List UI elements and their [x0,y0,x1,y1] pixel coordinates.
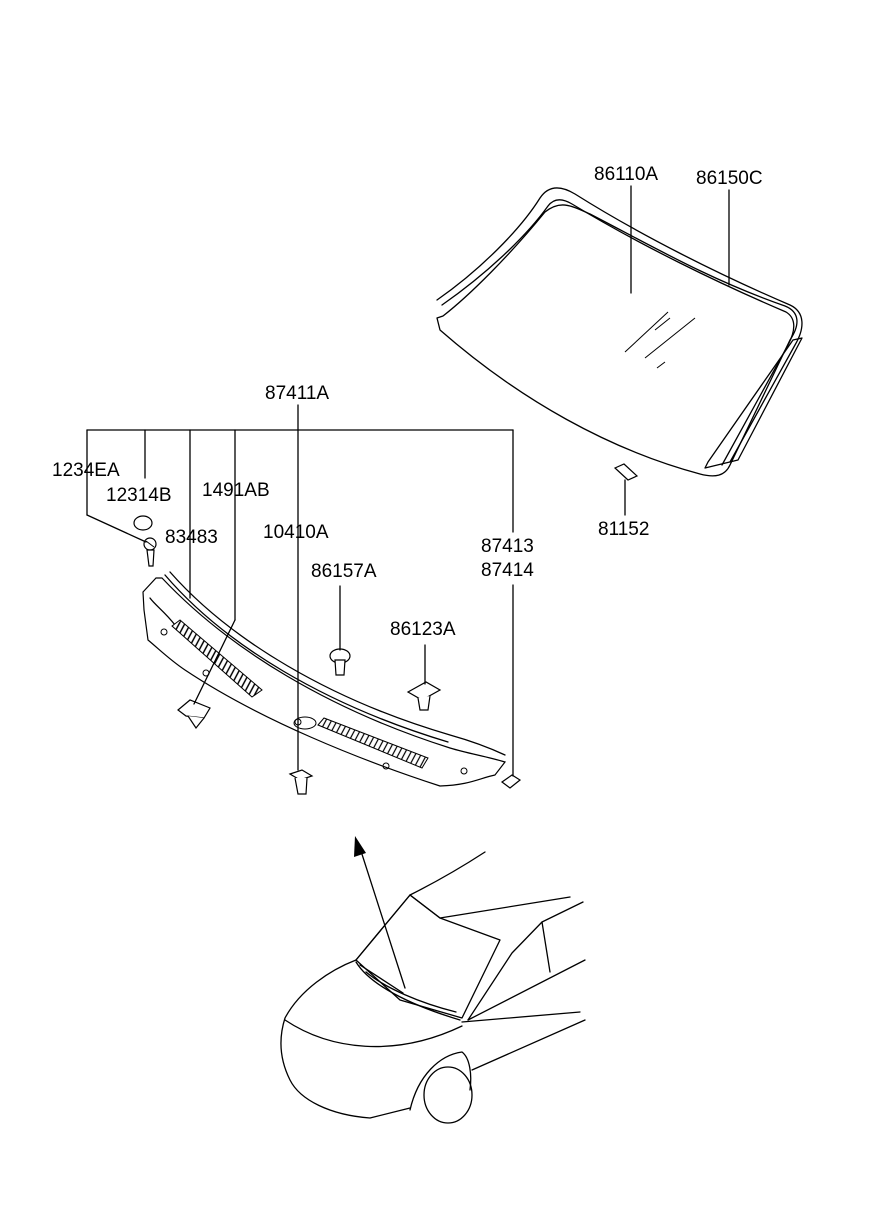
label-86157A: 86157A [311,561,377,582]
windshield-moulding [436,187,803,469]
label-86110A: 86110A [594,164,658,185]
clip-83483 [177,699,211,730]
clip-10410A [288,769,314,795]
windshield-glass [436,204,798,477]
label-1491AB: 1491AB [202,480,270,501]
clip-87413-87414 [500,774,522,789]
screw-86157A [329,648,351,676]
label-87413: 87413 [481,536,534,557]
label-87411A: 87411A [265,383,329,404]
screw-1234EA [143,537,157,567]
location-arrow [354,836,406,989]
label-86150C: 86150C [696,168,763,189]
label-1234EA: 1234EA [52,460,120,481]
part-labels: 86110A 86150C 81152 87411A 1234EA 12314B… [52,164,763,640]
label-86123A: 86123A [390,619,456,640]
label-81152: 81152 [598,519,649,540]
label-10410A: 10410A [263,522,329,543]
leader-lines [86,185,730,777]
label-83483: 83483 [165,527,218,548]
cowl-top-cover [142,571,507,787]
cap-12314B [133,515,153,531]
clip-86123A [406,681,442,711]
label-12314B: 12314B [106,485,172,506]
label-87414: 87414 [481,560,534,581]
spacer-81152 [613,463,639,516]
vehicle-outline [280,851,586,1124]
